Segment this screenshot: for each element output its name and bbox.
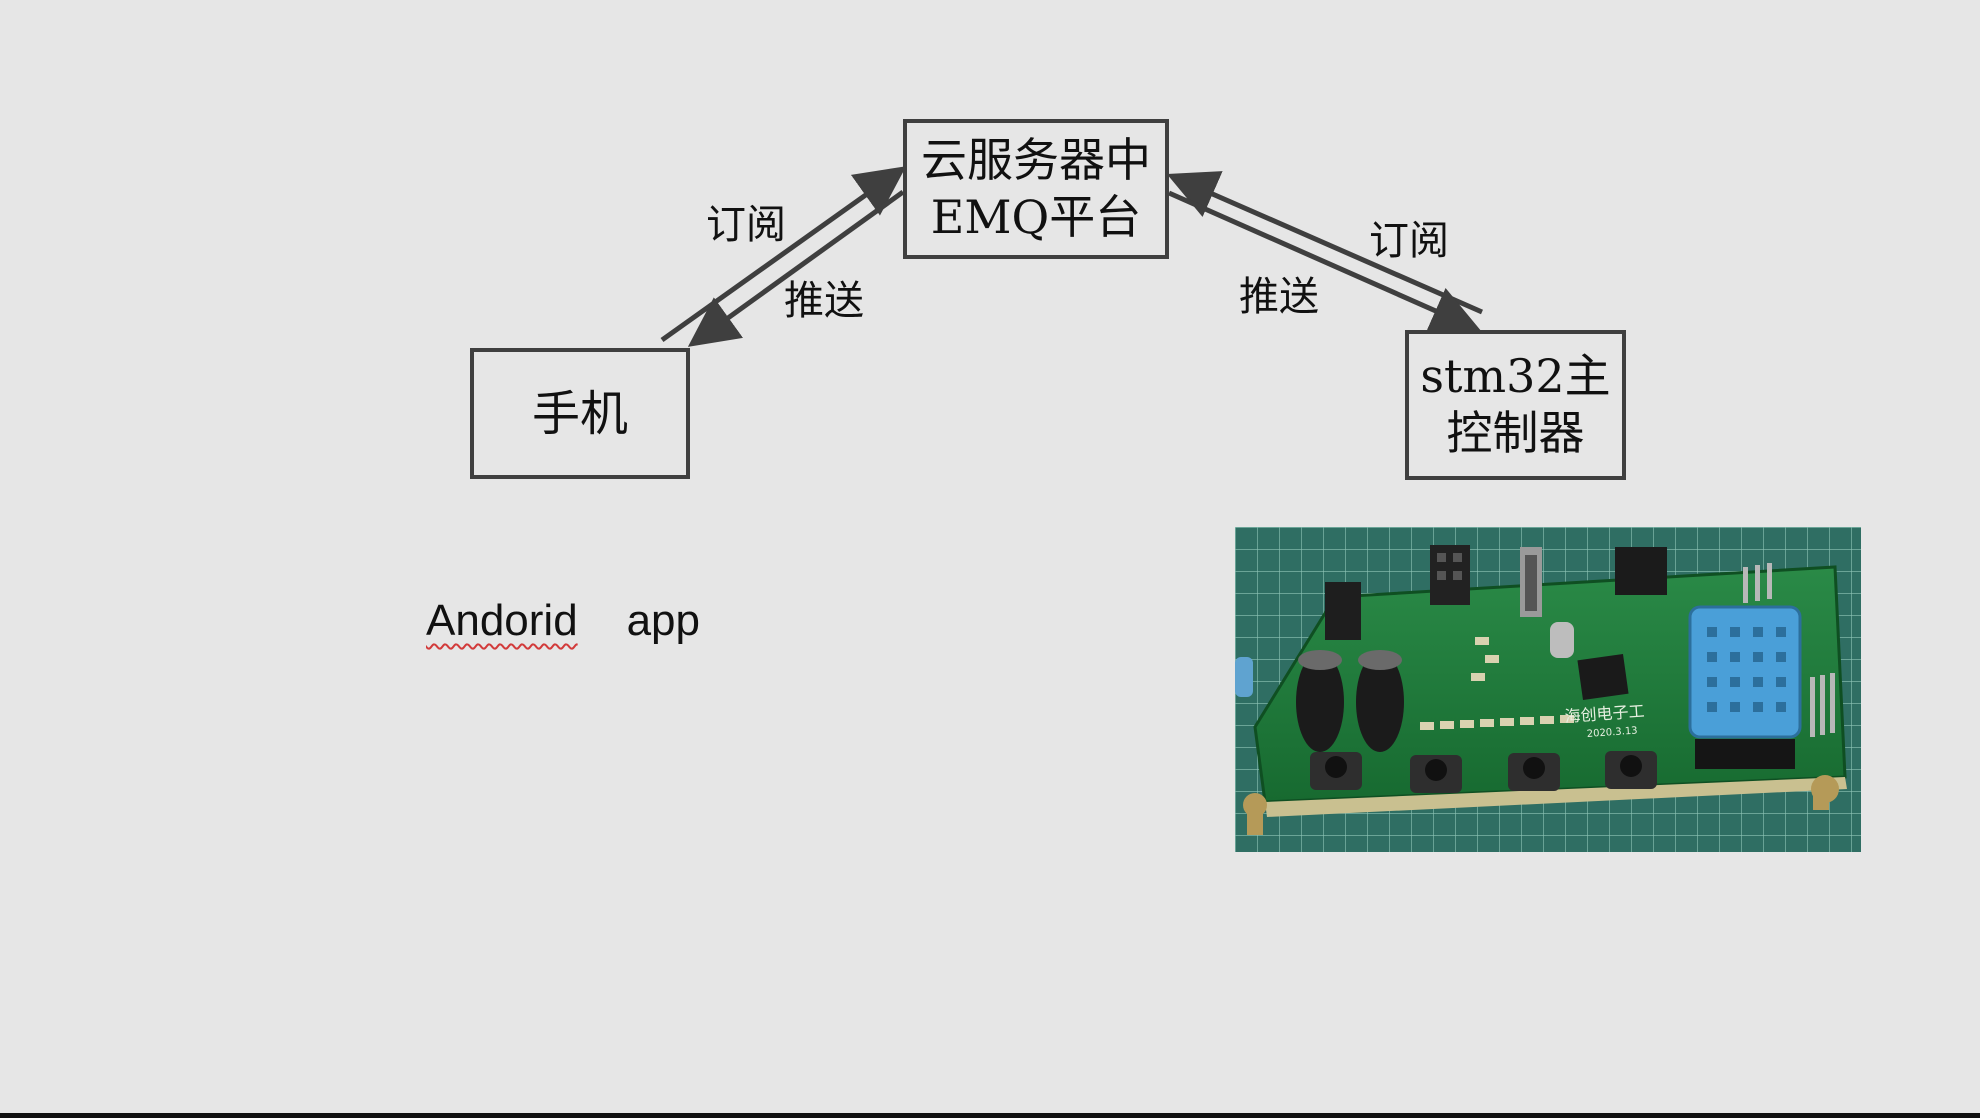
cloud-node-line1: 云服务器中 [921,132,1151,187]
stm32-node-line1: stm32主 [1420,348,1611,403]
android-app-caption: Andorid app [426,596,700,646]
stm32-board-photo: 海创电子工 2020.3.13 [1235,527,1861,852]
cloud-node-line2: EMQ平台 [930,190,1142,244]
phone-node-label: 手机 [531,385,628,442]
edge-label-phone-push: 推送 [784,278,864,324]
cloud-server-node: 云服务器中 EMQ平台 [903,119,1169,259]
caption-word-andorid: Andorid [426,596,578,645]
edge-label-stm32-subscribe: 订阅 [1369,218,1449,264]
board-photo-illustration: 海创电子工 2020.3.13 [1235,527,1861,852]
stm32-controller-node: stm32主 控制器 [1405,330,1626,480]
edge-label-phone-subscribe: 订阅 [706,202,786,248]
caption-word-app: app [626,596,700,645]
edge-label-stm32-push: 推送 [1239,274,1319,320]
phone-node: 手机 [470,348,690,479]
pcb-silkscreen-date: 2020.3.13 [1586,725,1638,740]
stm32-node-line2: 控制器 [1446,406,1585,460]
bottom-border [0,1113,1980,1118]
